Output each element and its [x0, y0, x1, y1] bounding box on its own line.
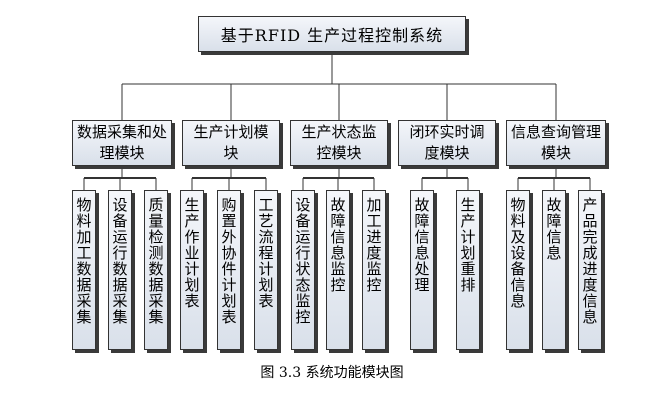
- leaf-label: 加工进度监控: [364, 197, 383, 293]
- leaf-label: 工艺流程计划表: [256, 197, 275, 309]
- leaf-label: 故障信息处理: [412, 197, 431, 293]
- leaf-label: 故障信息监控: [328, 197, 347, 293]
- module-node-info-query: 信息查询管理模块: [506, 120, 606, 166]
- leaf-node: 物料加工数据采集: [72, 190, 96, 350]
- leaf-node: 故障信息: [542, 190, 566, 350]
- leaf-label: 物料加工数据采集: [74, 197, 93, 325]
- leaf-node: 设备运行数据采集: [108, 190, 132, 350]
- leaf-label: 设备运行状态监控: [293, 197, 312, 325]
- root-node: 基于RFID 生产过程控制系统: [198, 16, 466, 52]
- module-node-production-plan: 生产计划模块: [182, 120, 280, 166]
- leaf-node: 故障信息处理: [410, 190, 434, 350]
- module-node-status-monitor: 生产状态监控模块: [290, 120, 388, 166]
- leaf-label: 生产计划重排: [458, 197, 477, 293]
- root-node-label: 基于RFID 生产过程控制系统: [220, 26, 444, 45]
- leaf-label: 质量检测数据采集: [146, 197, 165, 325]
- module-node-closed-loop-scheduling: 闭环实时调度模块: [398, 120, 496, 166]
- leaf-node: 生产作业计划表: [180, 190, 204, 350]
- module-label: 生产计划模块: [193, 123, 269, 162]
- leaf-node: 加工进度监控: [362, 190, 386, 350]
- leaf-label: 生产作业计划表: [182, 197, 201, 309]
- leaf-node: 质量检测数据采集: [144, 190, 168, 350]
- leaf-label: 购置外协件计划表: [219, 197, 238, 325]
- leaf-label: 故障信息: [544, 197, 563, 261]
- leaf-label: 产品完成进度信息: [580, 197, 599, 325]
- leaf-node: 生产计划重排: [456, 190, 480, 350]
- leaf-node: 工艺流程计划表: [254, 190, 278, 350]
- leaf-node: 产品完成进度信息: [578, 190, 602, 350]
- leaf-node: 故障信息监控: [326, 190, 350, 350]
- module-node-data-collection: 数据采集和处理模块: [72, 120, 172, 166]
- leaf-label: 设备运行数据采集: [110, 197, 129, 325]
- module-label: 数据采集和处理模块: [77, 123, 168, 162]
- figure-caption: 图 3.3 系统功能模块图: [260, 365, 404, 381]
- module-label: 信息查询管理模块: [511, 123, 602, 162]
- leaf-node: 设备运行状态监控: [291, 190, 315, 350]
- module-label: 闭环实时调度模块: [409, 123, 485, 162]
- module-label: 生产状态监控模块: [301, 123, 377, 162]
- leaf-node: 购置外协件计划表: [217, 190, 241, 350]
- leaf-node: 物料及设备信息: [506, 190, 530, 350]
- leaf-label: 物料及设备信息: [508, 197, 527, 309]
